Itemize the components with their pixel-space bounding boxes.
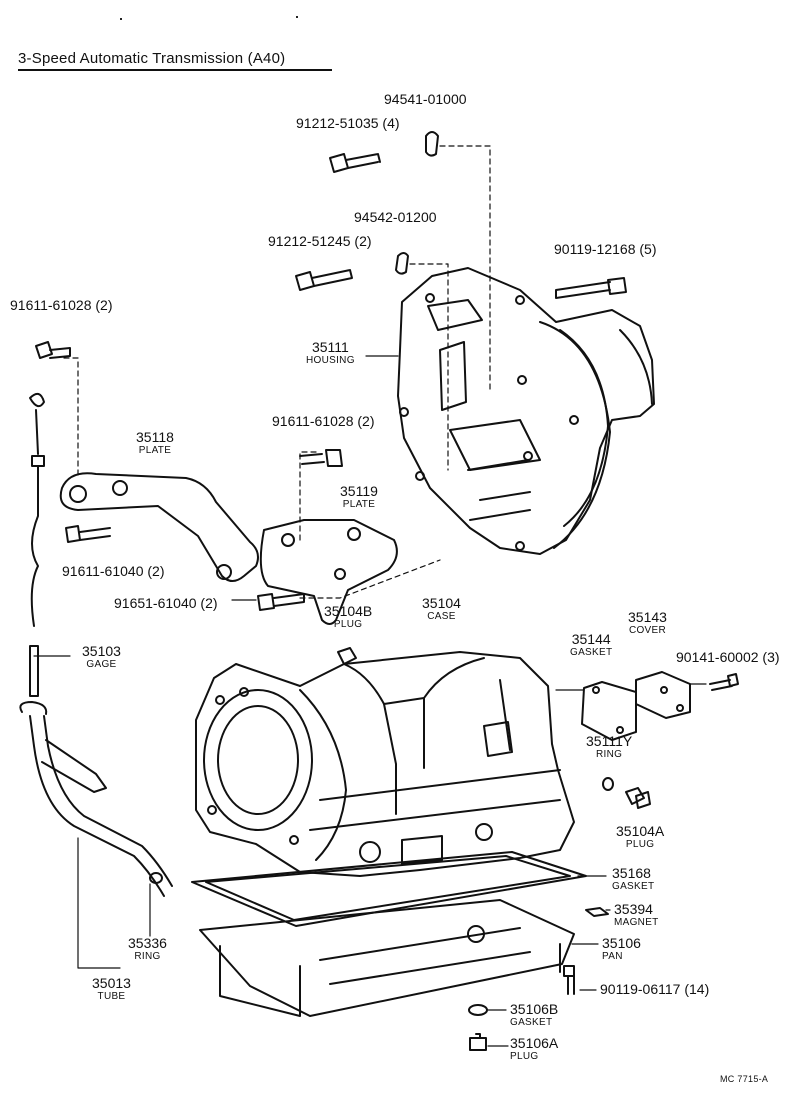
gasket-35106b [468,1004,488,1016]
scan-speck [296,16,298,18]
callout-94541-01000: 94541-01000 [384,91,467,107]
bolt-91651-61040 [257,593,305,611]
callout-91611-61040: 91611-61040 (2) [62,563,165,579]
pan-gasket-35168 [191,851,587,927]
bolt-91611-b [299,449,343,467]
callout-91212-51035: 91212-51035 (4) [296,115,400,131]
lock-plate-94541 [425,131,439,157]
plug-35106a [469,1033,487,1051]
housing-35111 [397,267,655,555]
callout-91611-61028-b: 91611-61028 (2) [272,413,375,429]
magnet-35394 [585,907,609,917]
cover-35143 [635,671,691,719]
bolt-90119-12168 [555,277,627,299]
gasket-35144 [581,681,637,741]
bolt-91611-a [35,341,71,359]
o-ring-35111y [602,777,614,791]
plug-35104a [625,787,651,809]
bolt-91212-51035 [329,153,381,173]
fill-tube-35013 [19,701,173,897]
callout-91651-61040: 91651-61040 (2) [114,595,218,611]
callout-94542-01200: 94542-01200 [354,209,437,225]
drawing-reference-code: MC 7715-A [720,1074,769,1084]
lock-plate-94542 [395,252,409,275]
callout-90119-12168: 90119-12168 (5) [554,241,657,257]
diagram-title: 3-Speed Automatic Transmission (A40) [18,50,286,67]
oil-pan-35106 [199,899,575,1017]
callout-90119-06117: 90119-06117 (14) [600,981,710,997]
scan-speck [120,18,122,20]
case-35104 [195,651,575,877]
bolt-91212-51245 [295,269,353,291]
callout-91212-51245: 91212-51245 (2) [268,233,372,249]
bolt-91611-61040 [65,525,111,543]
dipstick-gage-35103 [29,392,45,697]
plug-35104b [337,647,357,665]
title-underline [18,69,332,71]
bolt-90119-06117 [563,965,575,995]
plate-35119 [259,519,398,625]
callout-90141-60002: 90141-60002 (3) [676,649,780,665]
callout-91611-61028-a: 91611-61028 (2) [10,297,113,313]
o-ring-35336 [149,872,163,884]
screw-90141 [709,673,739,691]
plate-35118 [59,472,259,582]
